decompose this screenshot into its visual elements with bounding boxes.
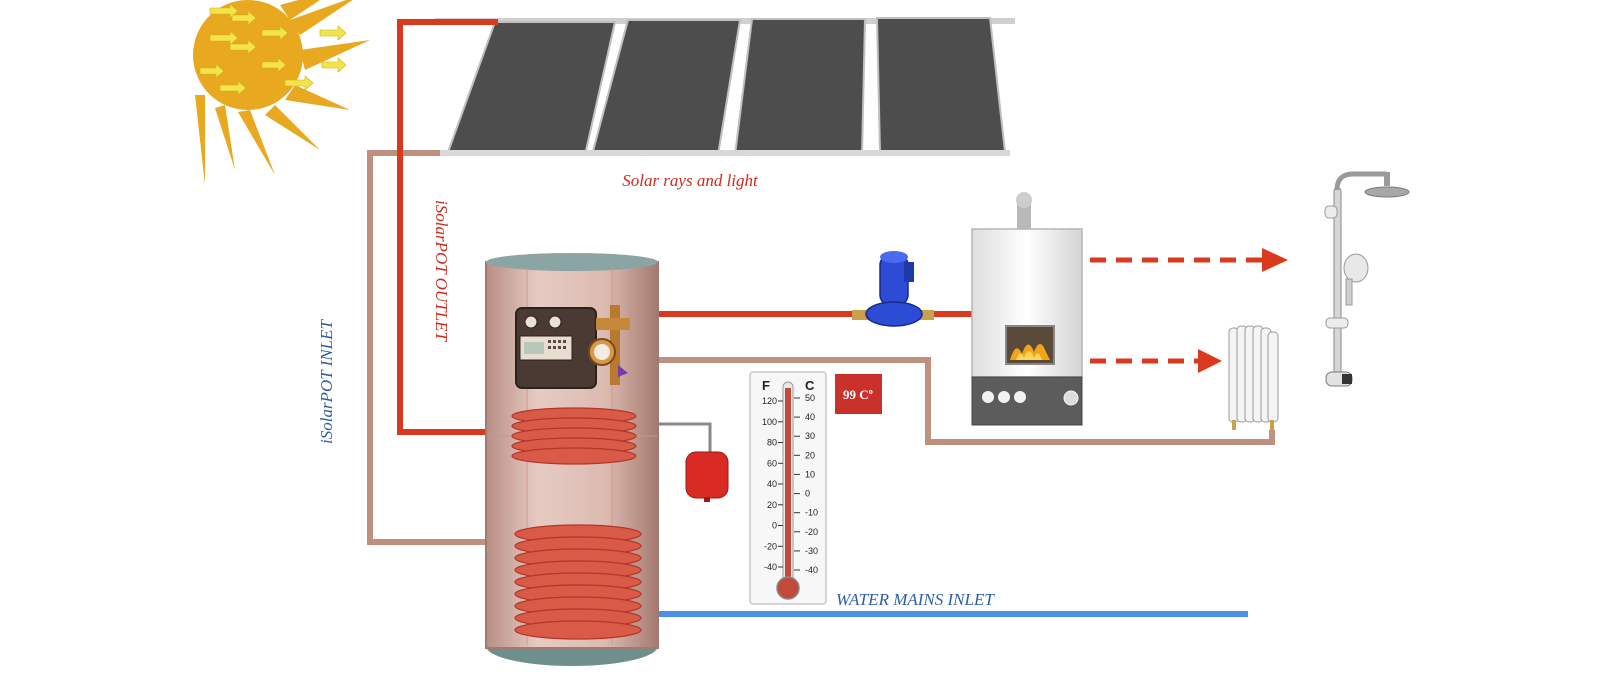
celsius-tick-label: -10 [805, 508, 818, 518]
outlet-label: iSolarPOT OUTLET [432, 200, 451, 342]
pipes [367, 19, 1275, 617]
fahrenheit-tick-label: 40 [767, 479, 777, 489]
celsius-tick-label: -20 [805, 527, 818, 537]
fahrenheit-tick-label: 60 [767, 458, 777, 468]
fahrenheit-tick-label: 120 [762, 396, 777, 406]
solar-panel-2 [590, 19, 742, 156]
fahrenheit-header: F [762, 378, 770, 393]
controller-icon [515, 305, 630, 389]
celsius-tick-label: 0 [805, 489, 810, 499]
solar-hot-pipe [397, 19, 498, 435]
celsius-tick-label: 50 [805, 393, 815, 403]
fahrenheit-scale: 120 100 80 60 40 20 0 -20 -40 [762, 396, 783, 572]
expansion-vessel-icon [685, 451, 729, 502]
celsius-tick-label: 40 [805, 412, 815, 422]
celsius-tick-label: -40 [805, 565, 818, 575]
celsius-tick-label: 10 [805, 469, 815, 479]
celsius-header: C [805, 378, 815, 393]
fahrenheit-tick-label: 0 [772, 521, 777, 531]
heat-arrows [1090, 248, 1288, 373]
mains-inlet-label: WATER MAINS INLET [836, 590, 995, 609]
solar-return-pipe [367, 150, 487, 545]
sun-icon [193, 0, 370, 185]
solar-rays-label: Solar rays and light [622, 171, 759, 190]
inlet-label: iSolarPOT INLET [317, 319, 336, 444]
fahrenheit-tick-label: -20 [764, 541, 777, 551]
solar-panel-3 [733, 18, 867, 156]
solar-panel-4 [875, 17, 1007, 153]
celsius-tick-label: 30 [805, 431, 815, 441]
boiler-icon [971, 192, 1083, 426]
shower-icon [1324, 171, 1410, 387]
celsius-tick-label: -30 [805, 546, 818, 556]
thermometer-mercury [785, 388, 791, 582]
vessel-pipe [658, 422, 712, 452]
upper-coil [511, 407, 637, 465]
pump-icon [852, 251, 934, 327]
thermometer-bulb [776, 576, 800, 600]
temperature-badge: 99 Cº [835, 374, 882, 414]
arrow-head-icon [1262, 248, 1288, 272]
temperature-readout: 99 Cº [843, 387, 873, 402]
heating-return-pipe [658, 357, 1275, 445]
fahrenheit-tick-label: 100 [762, 417, 777, 427]
solar-panel-1 [445, 21, 617, 156]
celsius-tick-label: 20 [805, 450, 815, 460]
arrow-head-icon [1198, 349, 1222, 373]
lower-coil [514, 524, 642, 640]
fahrenheit-tick-label: -40 [764, 562, 777, 572]
fahrenheit-tick-label: 80 [767, 438, 777, 448]
fahrenheit-tick-label: 20 [767, 500, 777, 510]
radiator-icon [1228, 325, 1279, 430]
solar-panel-icon [435, 17, 1015, 156]
celsius-scale: 50 40 30 20 10 0 -10 -20 -30 -40 [794, 393, 818, 575]
